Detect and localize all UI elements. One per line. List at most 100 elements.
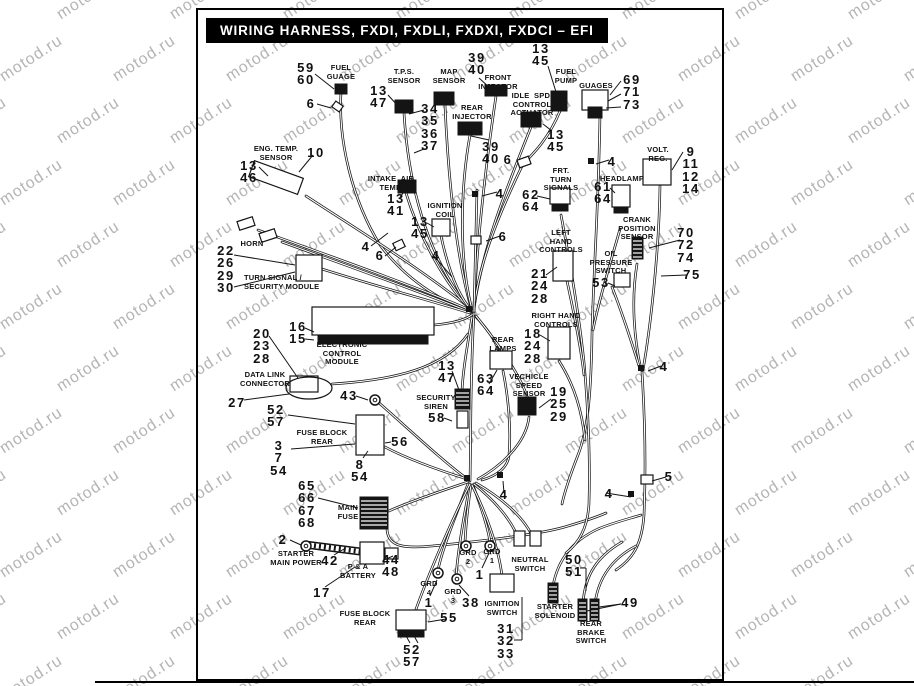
label-ignition-switch: IGNITION SWITCH <box>484 599 520 617</box>
callout-62-64: 62 64 <box>522 187 540 215</box>
label-right-hand-controls: RIGHT HAND CONTROLS <box>531 311 581 329</box>
callout-16-15: 16 15 <box>289 319 307 347</box>
label-vehicle-speed-sensor: VECHICLE SPEED SENSOR <box>509 372 549 399</box>
callout-18-24-28: 18 24 28 <box>524 326 542 366</box>
callout-75: 75 <box>683 267 701 282</box>
callout-52-57: 52 57 <box>403 642 421 670</box>
callout-3-7-54: 3 7 54 <box>270 438 288 478</box>
label-turn-signal-security-module: TURN SIGNAL / SECURITY MODULE <box>244 273 320 291</box>
label-main-fuse: MAIN FUSE <box>337 503 359 521</box>
callout-13-47: 13 47 <box>438 358 456 386</box>
callout-65-66-67-68: 65 66 67 68 <box>298 478 316 531</box>
label-eng-temp-sensor: ENG. TEMP. SENSOR <box>253 144 299 162</box>
label-grd-3: GRD 3 <box>444 587 462 605</box>
callout-21-24-28: 21 24 28 <box>531 266 549 306</box>
callout-43: 43 <box>340 388 358 403</box>
label-starter-main-power: STARTER MAIN POWER <box>270 549 322 567</box>
callout-19-25-29: 19 25 29 <box>550 384 568 424</box>
callout-1: 1 <box>475 567 485 582</box>
label-guages: GUAGES <box>579 81 613 90</box>
label-oil-pressure-switch: OIL PRESSURE SWITCH <box>589 249 633 276</box>
callout-5: 5 <box>664 469 674 484</box>
callout-27: 27 <box>228 395 246 410</box>
callout-22-26-29-30: 22 26 29 30 <box>217 243 235 296</box>
callout-17: 17 <box>313 585 331 600</box>
label-intake-air-temp: INTAKE AIR TEMP. <box>367 174 415 192</box>
label-rear-brake-switch: REAR BRAKE SWITCH <box>575 619 607 646</box>
callout-39-40: 39 40 <box>482 139 500 167</box>
label-left-hand-controls: LEFT HAND CONTROLS <box>539 228 583 255</box>
callout-13-47: 13 47 <box>370 83 388 111</box>
callout-6: 6 <box>498 229 508 244</box>
callout-53: 53 <box>592 275 610 290</box>
callout-61-64: 61 64 <box>594 179 612 207</box>
callout-6: 6 <box>306 96 316 111</box>
callout-4: 4 <box>499 487 509 502</box>
label-rear-injector: REAR INJECTOR <box>452 103 492 121</box>
callout-6: 6 <box>375 248 385 263</box>
label-fuel-pump: FUEL PUMP <box>554 67 578 85</box>
label-frt-turn-signals: FRT. TURN SIGNALS <box>543 166 579 193</box>
label-fuse-block-rear-upper: FUSE BLOCK REAR <box>296 428 348 446</box>
diagram-title: WIRING HARNESS, FXDI, FXDLI, FXDXI, FXDC… <box>206 18 608 43</box>
callout-38: 38 <box>462 595 480 610</box>
label-grd-2: GRD 2 <box>459 548 477 566</box>
callout-4: 4 <box>495 186 505 201</box>
callout-13-45: 13 45 <box>411 214 429 242</box>
callout-56: 56 <box>391 434 409 449</box>
callout-9-11-12-14: 9 11 12 14 <box>682 144 700 197</box>
callout-69-71-73: 69 71 73 <box>623 72 641 112</box>
label-idle-speed-control-actuator: IDLE SPD. CONTROL ACTUATOR <box>510 91 554 118</box>
callout-1: 1 <box>424 595 434 610</box>
callout-6: 6 <box>503 152 513 167</box>
callout-70-72-74: 70 72 74 <box>677 225 695 265</box>
label-security-siren: SECURITY SIREN <box>416 393 456 411</box>
callout-44-48: 44 48 <box>382 552 400 580</box>
label-tps-sensor: T.P.S. SENSOR <box>387 67 421 85</box>
callout-59-60: 59 60 <box>297 60 315 88</box>
callout-55: 55 <box>440 610 458 625</box>
callout-4: 4 <box>361 239 371 254</box>
callout-50-51: 50 51 <box>565 552 583 580</box>
diagram-frame <box>196 8 724 681</box>
label-fuel-gauge: FUEL GUAGE <box>326 63 356 81</box>
label-map-sensor: MAP SENSOR <box>432 67 466 85</box>
callout-13-46: 13 46 <box>240 158 258 186</box>
label-volt-reg: VOLT. REG. <box>647 145 669 163</box>
label-grd-4: GRD 4 <box>420 579 438 597</box>
callout-13-45: 13 45 <box>547 127 565 155</box>
label-data-link-connector: DATA LINK CONNECTOR <box>240 370 290 388</box>
callout-63-64: 63 64 <box>477 371 495 399</box>
callout-2: 2 <box>278 532 288 547</box>
callout-13-45: 13 45 <box>532 41 550 69</box>
callout-49: 49 <box>621 595 639 610</box>
label-starter-solenoid: STARTER SOLENOID <box>534 602 576 620</box>
callout-4: 4 <box>604 486 614 501</box>
label-ignition-coil: IGNITION COIL <box>427 201 463 219</box>
label-horn: HORN <box>240 239 264 248</box>
callout-4: 4 <box>659 359 669 374</box>
callout-10: 10 <box>307 145 325 160</box>
label-headlamp: HEADLAMP <box>599 174 645 183</box>
label-electronic-control-module: ELECTRONIC CONTROL MODULE <box>316 340 368 367</box>
callout-34-35-36-37: 34 35 36 37 <box>421 101 439 154</box>
page-edge-line <box>95 681 914 683</box>
label-neutral-switch: NEUTRAL SWITCH <box>511 555 549 573</box>
callout-8-54: 8 54 <box>351 457 369 485</box>
callout-31-32-33: 31 32 33 <box>497 621 515 661</box>
callout-58: 58 <box>428 410 446 425</box>
callout-52-57: 52 57 <box>267 402 285 430</box>
callout-4: 4 <box>607 154 617 169</box>
label-front-injector: FRONT INJECTOR <box>478 73 518 91</box>
label-crank-position-sensor: CRANK POSITION SENSOR <box>618 215 656 242</box>
label-pa-battery: P & A BATTERY <box>340 562 376 580</box>
callout-20-23-28: 20 23 28 <box>253 326 271 366</box>
label-fuse-block-rear-lower: FUSE BLOCK REAR <box>339 609 391 627</box>
callout-39-40: 39 40 <box>468 50 486 78</box>
label-rear-lamps: REAR LAMPS <box>489 335 517 353</box>
callout-13-41: 13 41 <box>387 191 405 219</box>
callout-42: 42 <box>321 553 339 568</box>
